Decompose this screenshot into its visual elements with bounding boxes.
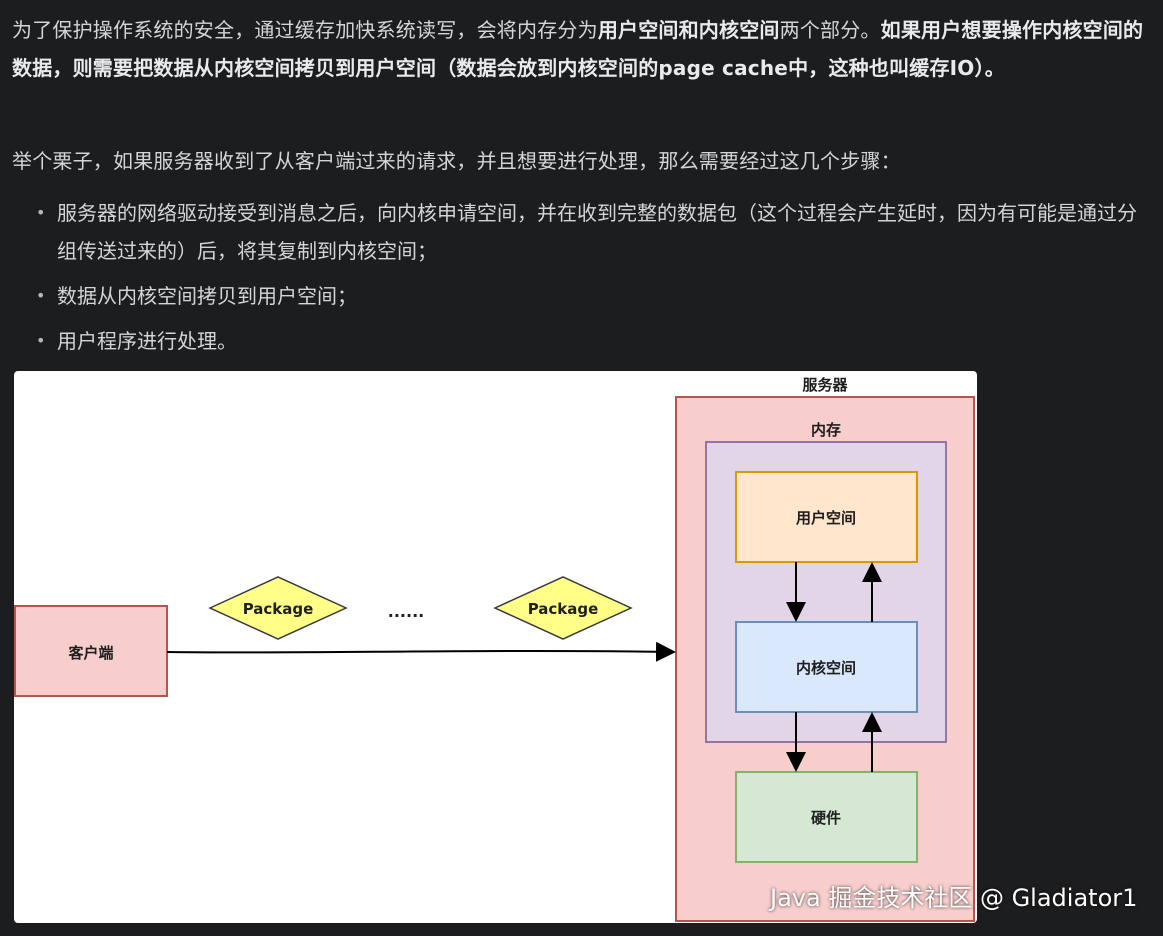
list-item: • 服务器的网络驱动接受到消息之后，向内核申请空间，并在收到完整的数据包（这个过程… xyxy=(0,194,1150,270)
bullet: • xyxy=(36,203,46,222)
hardware-label: 硬件 xyxy=(811,809,841,827)
bullet: • xyxy=(36,286,46,305)
intro-bold-2: 如果用户想要操作内核空间的数据，则需要把数据从内核空间拷贝到用户空间（数据会放到… xyxy=(12,18,1144,80)
step-text: 服务器的网络驱动接受到消息之后，向内核申请空间，并在收到完整的数据包（这个过程会… xyxy=(57,201,1137,263)
steps-list: • 服务器的网络驱动接受到消息之后，向内核申请空间，并在收到完整的数据包（这个过程… xyxy=(0,194,1150,367)
server-label: 服务器 xyxy=(802,376,848,394)
package-label-1: Package xyxy=(243,600,314,618)
user-space-box xyxy=(735,471,918,563)
intro-text-2: 两个部分。 xyxy=(779,18,881,42)
io-flow-diagram: 服务器 内存 用户空间 内核空间 硬件 客户端 Package Package … xyxy=(14,371,977,923)
client-label: 客户端 xyxy=(67,644,113,662)
list-item: • 用户程序进行处理。 xyxy=(0,322,1150,360)
user-space-label: 用户空间 xyxy=(796,509,856,527)
step-text: 数据从内核空间拷贝到用户空间； xyxy=(57,284,357,308)
hardware-box xyxy=(735,771,918,863)
kernel-space-label: 内核空间 xyxy=(796,659,856,677)
package-shape-1 xyxy=(208,576,348,640)
package-shape-2 xyxy=(493,576,633,640)
ellipsis: ...... xyxy=(388,602,424,621)
watermark: Java 掘金技术社区 @ Gladiator1 xyxy=(770,884,1138,912)
client-to-server-arrow xyxy=(166,641,676,662)
list-item: • 数据从内核空间拷贝到用户空间； xyxy=(0,277,1150,315)
kernel-space-box xyxy=(735,621,918,713)
bullet: • xyxy=(36,331,46,350)
example-paragraph: 举个栗子，如果服务器收到了从客户端过来的请求，并且想要进行处理，那么需要经过这几… xyxy=(12,149,901,173)
memory-label: 内存 xyxy=(811,421,841,439)
intro-paragraph: 为了保护操作系统的安全，通过缓存加快系统读写，会将内存分为用户空间和内核空间两个… xyxy=(12,11,1152,87)
client-box xyxy=(14,605,168,697)
intro-bold-1: 用户空间和内核空间 xyxy=(597,18,780,42)
diagram-svg: 服务器 内存 用户空间 内核空间 硬件 客户端 Package Package … xyxy=(14,376,975,922)
package-label-2: Package xyxy=(528,600,599,618)
step-text: 用户程序进行处理。 xyxy=(57,329,237,353)
intro-text-1: 为了保护操作系统的安全，通过缓存加快系统读写，会将内存分为 xyxy=(12,18,598,42)
